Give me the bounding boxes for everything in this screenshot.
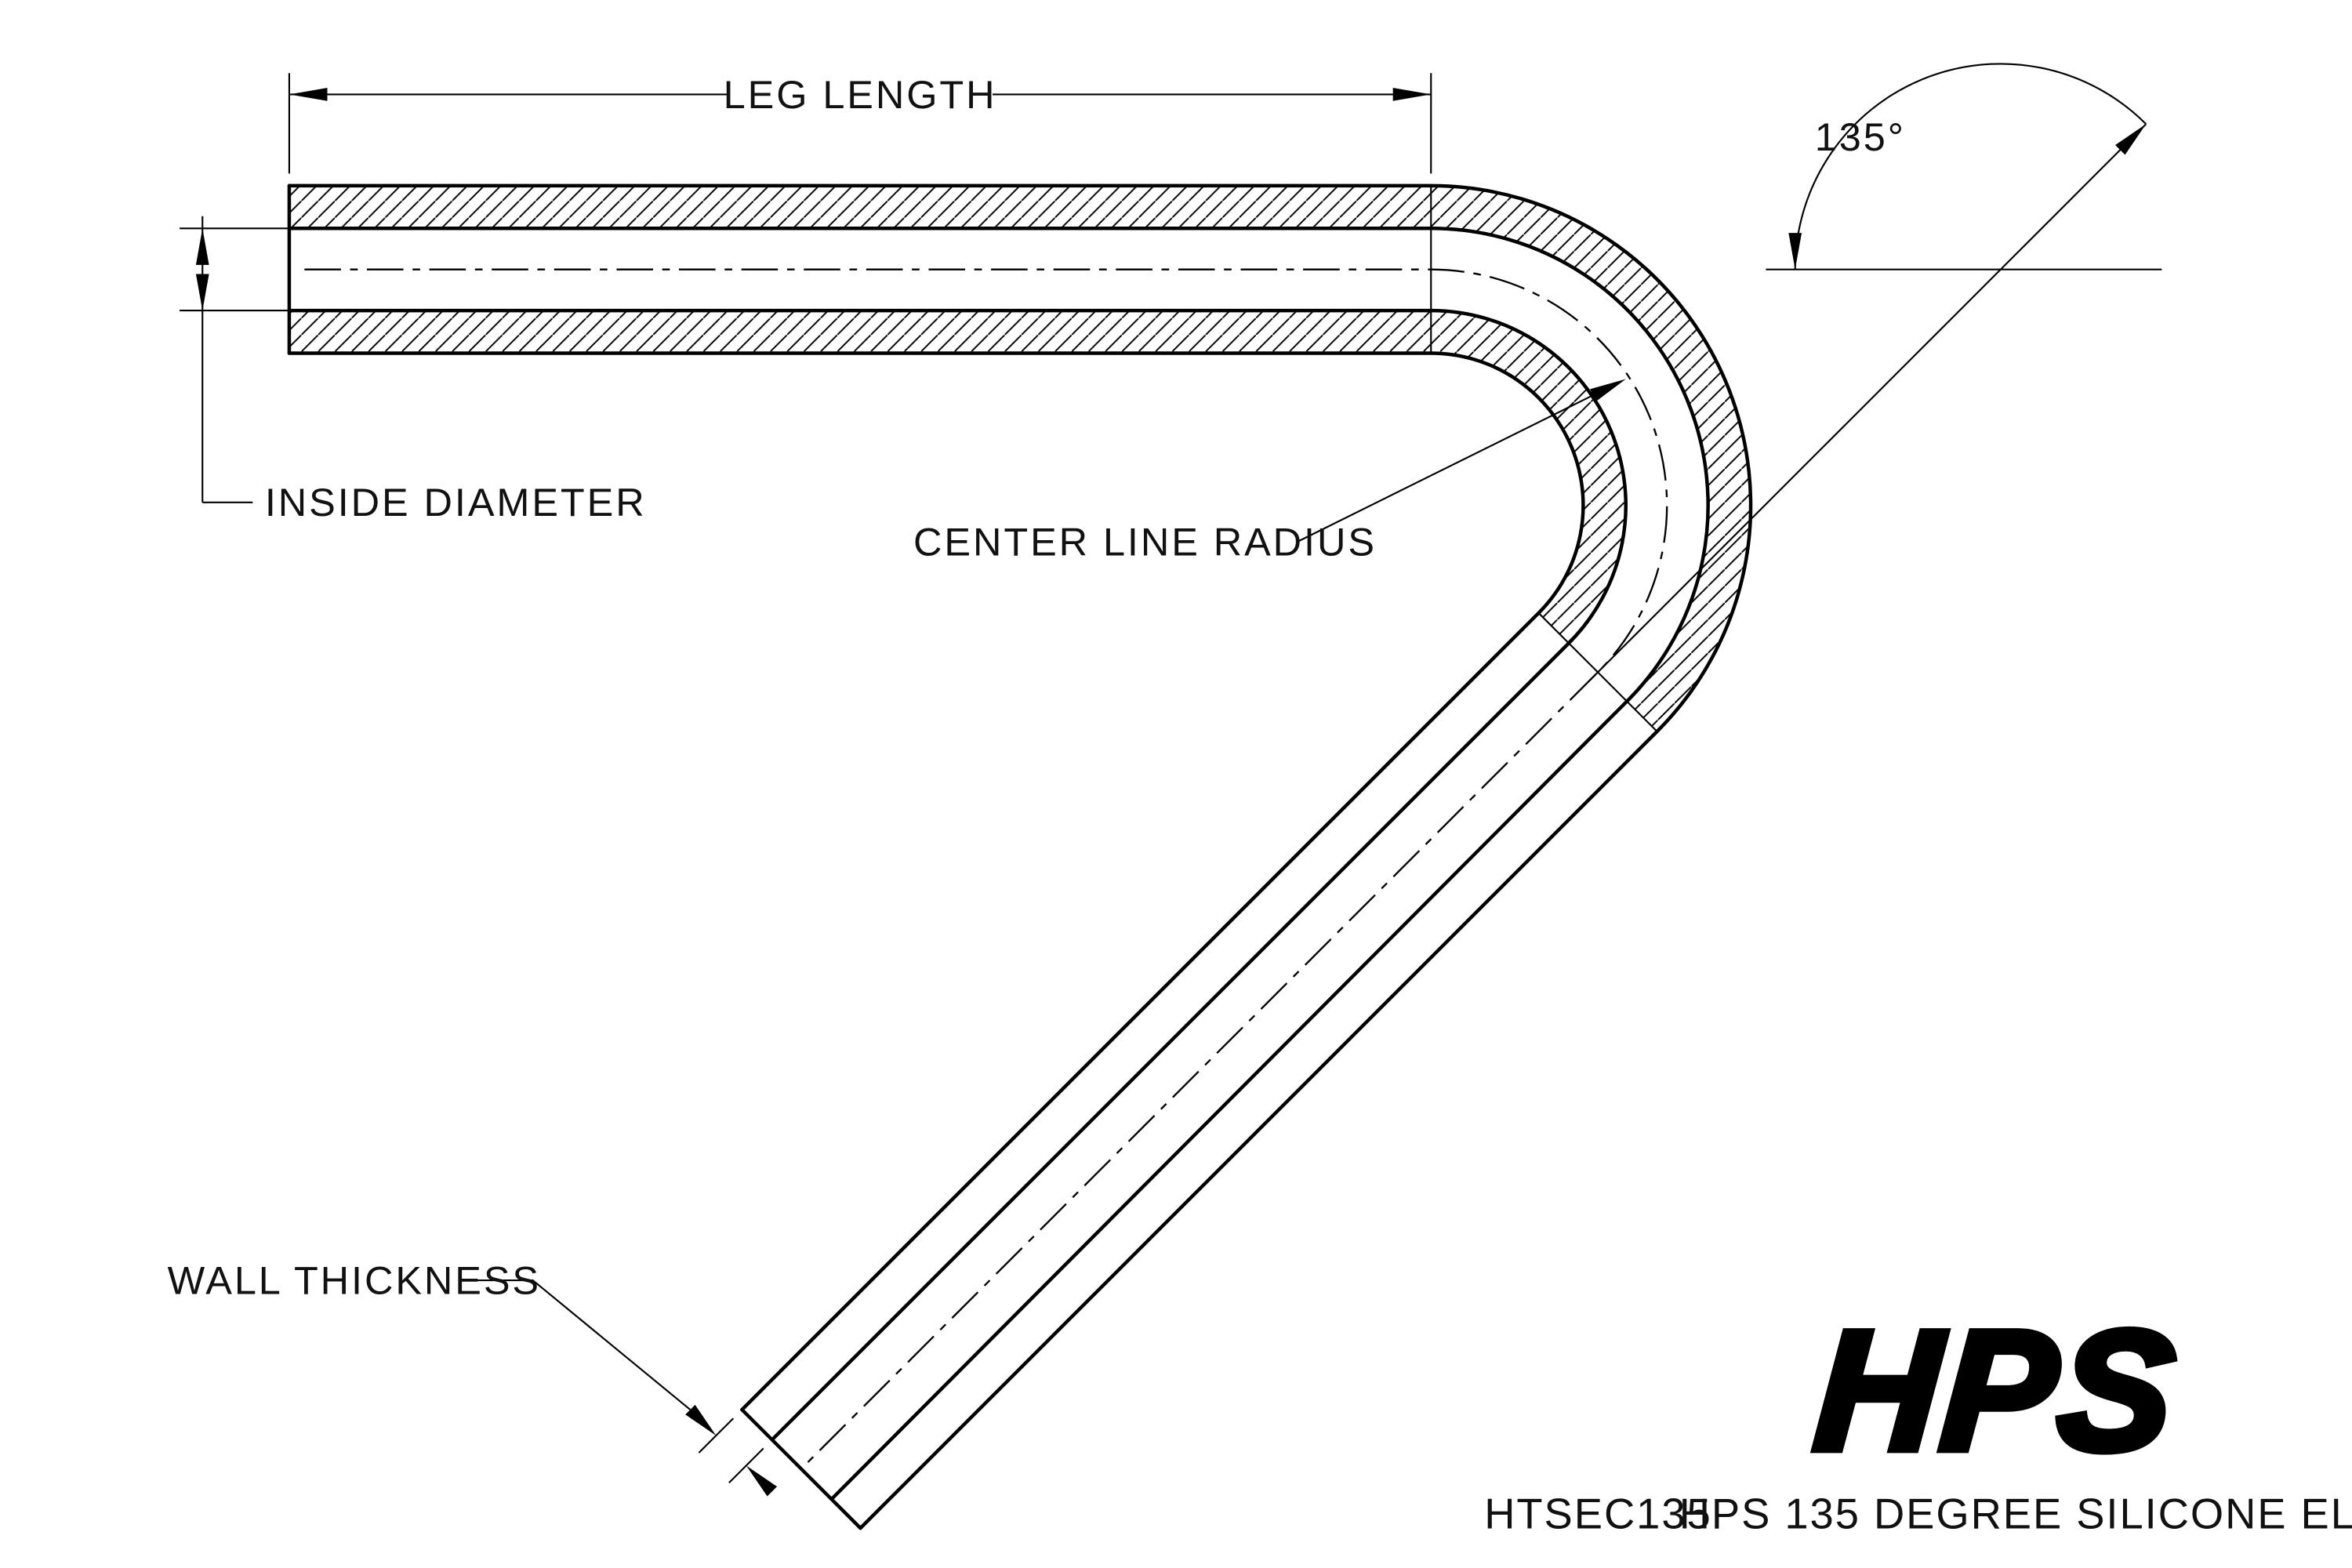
inside-diameter-dimension (180, 216, 289, 503)
tube-outline (287, 183, 1753, 1530)
leg-length-arrow-right (1392, 88, 1432, 101)
inside-diameter-arrow-up (195, 228, 209, 265)
wall-thickness-leader (464, 1279, 691, 1410)
center-line-radius-arrow (1590, 379, 1626, 401)
angle-label: 135° (1815, 114, 1906, 159)
tube-centerline (304, 268, 1668, 1470)
angle-arrow-top (2115, 124, 2147, 155)
inside-diameter-arrow-down (195, 274, 209, 311)
wall-thickness-arrow-upper (685, 1404, 717, 1436)
leg-length-label: LEG LENGTH (724, 72, 997, 117)
inside-diameter-label: INSIDE DIAMETER (265, 480, 647, 524)
part-number: HTSEC135 (1484, 1490, 1711, 1538)
tube-bore-top-edge (287, 227, 1710, 1501)
tube-wall-hatching (289, 185, 1751, 732)
angle-arrow-bottom (1788, 233, 1802, 270)
wall-thickness-dimension (464, 1279, 764, 1484)
wall-thickness-label: WALL THICKNESS (168, 1258, 541, 1302)
angle-dimension (1588, 63, 2162, 682)
hps-logo: HPS (1809, 1296, 2183, 1486)
wall-thickness-arrow-lower (746, 1465, 778, 1497)
tube-outer-top-edge (287, 183, 1753, 1530)
angle-diagonal-reference-line (1588, 123, 2147, 682)
leg-length-arrow-left (289, 88, 328, 101)
center-line-radius-label: CENTER LINE RADIUS (913, 520, 1377, 564)
angle-arc (1794, 63, 2147, 270)
tube-outer-bottom-edge (287, 351, 1585, 1412)
leg-length-dimension (288, 73, 1432, 174)
center-line-radius-leader (1296, 394, 1594, 543)
drawing-title: HPS 135 DEGREE SILICONE ELBOW (1679, 1490, 2352, 1538)
tube-bore-bottom-edge (287, 308, 1628, 1442)
